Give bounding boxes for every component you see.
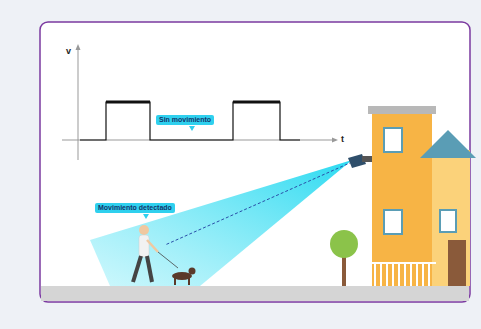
walking-man [133, 225, 158, 282]
pulse-top [106, 101, 150, 104]
y-axis [78, 48, 79, 160]
callout-text: Movimiento detectado [98, 203, 172, 213]
detection-line [165, 162, 352, 245]
house-body [372, 112, 432, 286]
leash [158, 252, 178, 268]
pulse-waveform [80, 102, 300, 140]
ground [41, 286, 469, 301]
axis-label: v [66, 46, 71, 56]
tree-trunk [342, 255, 346, 286]
sensor-beam [90, 160, 352, 286]
door [448, 240, 466, 286]
axis-label: t [341, 134, 344, 144]
status-callout: Sin movimiento [156, 115, 214, 125]
roof [420, 130, 476, 158]
window [440, 210, 456, 232]
callout-pointer [143, 214, 149, 219]
pulse-top [233, 101, 280, 104]
porch [432, 158, 470, 286]
window [384, 128, 402, 152]
fence [374, 262, 430, 286]
status-callout: Movimiento detectado [95, 203, 175, 213]
sensor-mount [362, 156, 372, 162]
roof [368, 106, 436, 114]
axis-arrow [332, 138, 338, 143]
dog [172, 268, 196, 286]
window [384, 210, 402, 234]
callout-text: Sin movimiento [159, 115, 211, 125]
callout-pointer [189, 126, 195, 131]
axis-arrow [76, 44, 81, 50]
tree-crown [330, 230, 358, 258]
frame [40, 22, 470, 302]
